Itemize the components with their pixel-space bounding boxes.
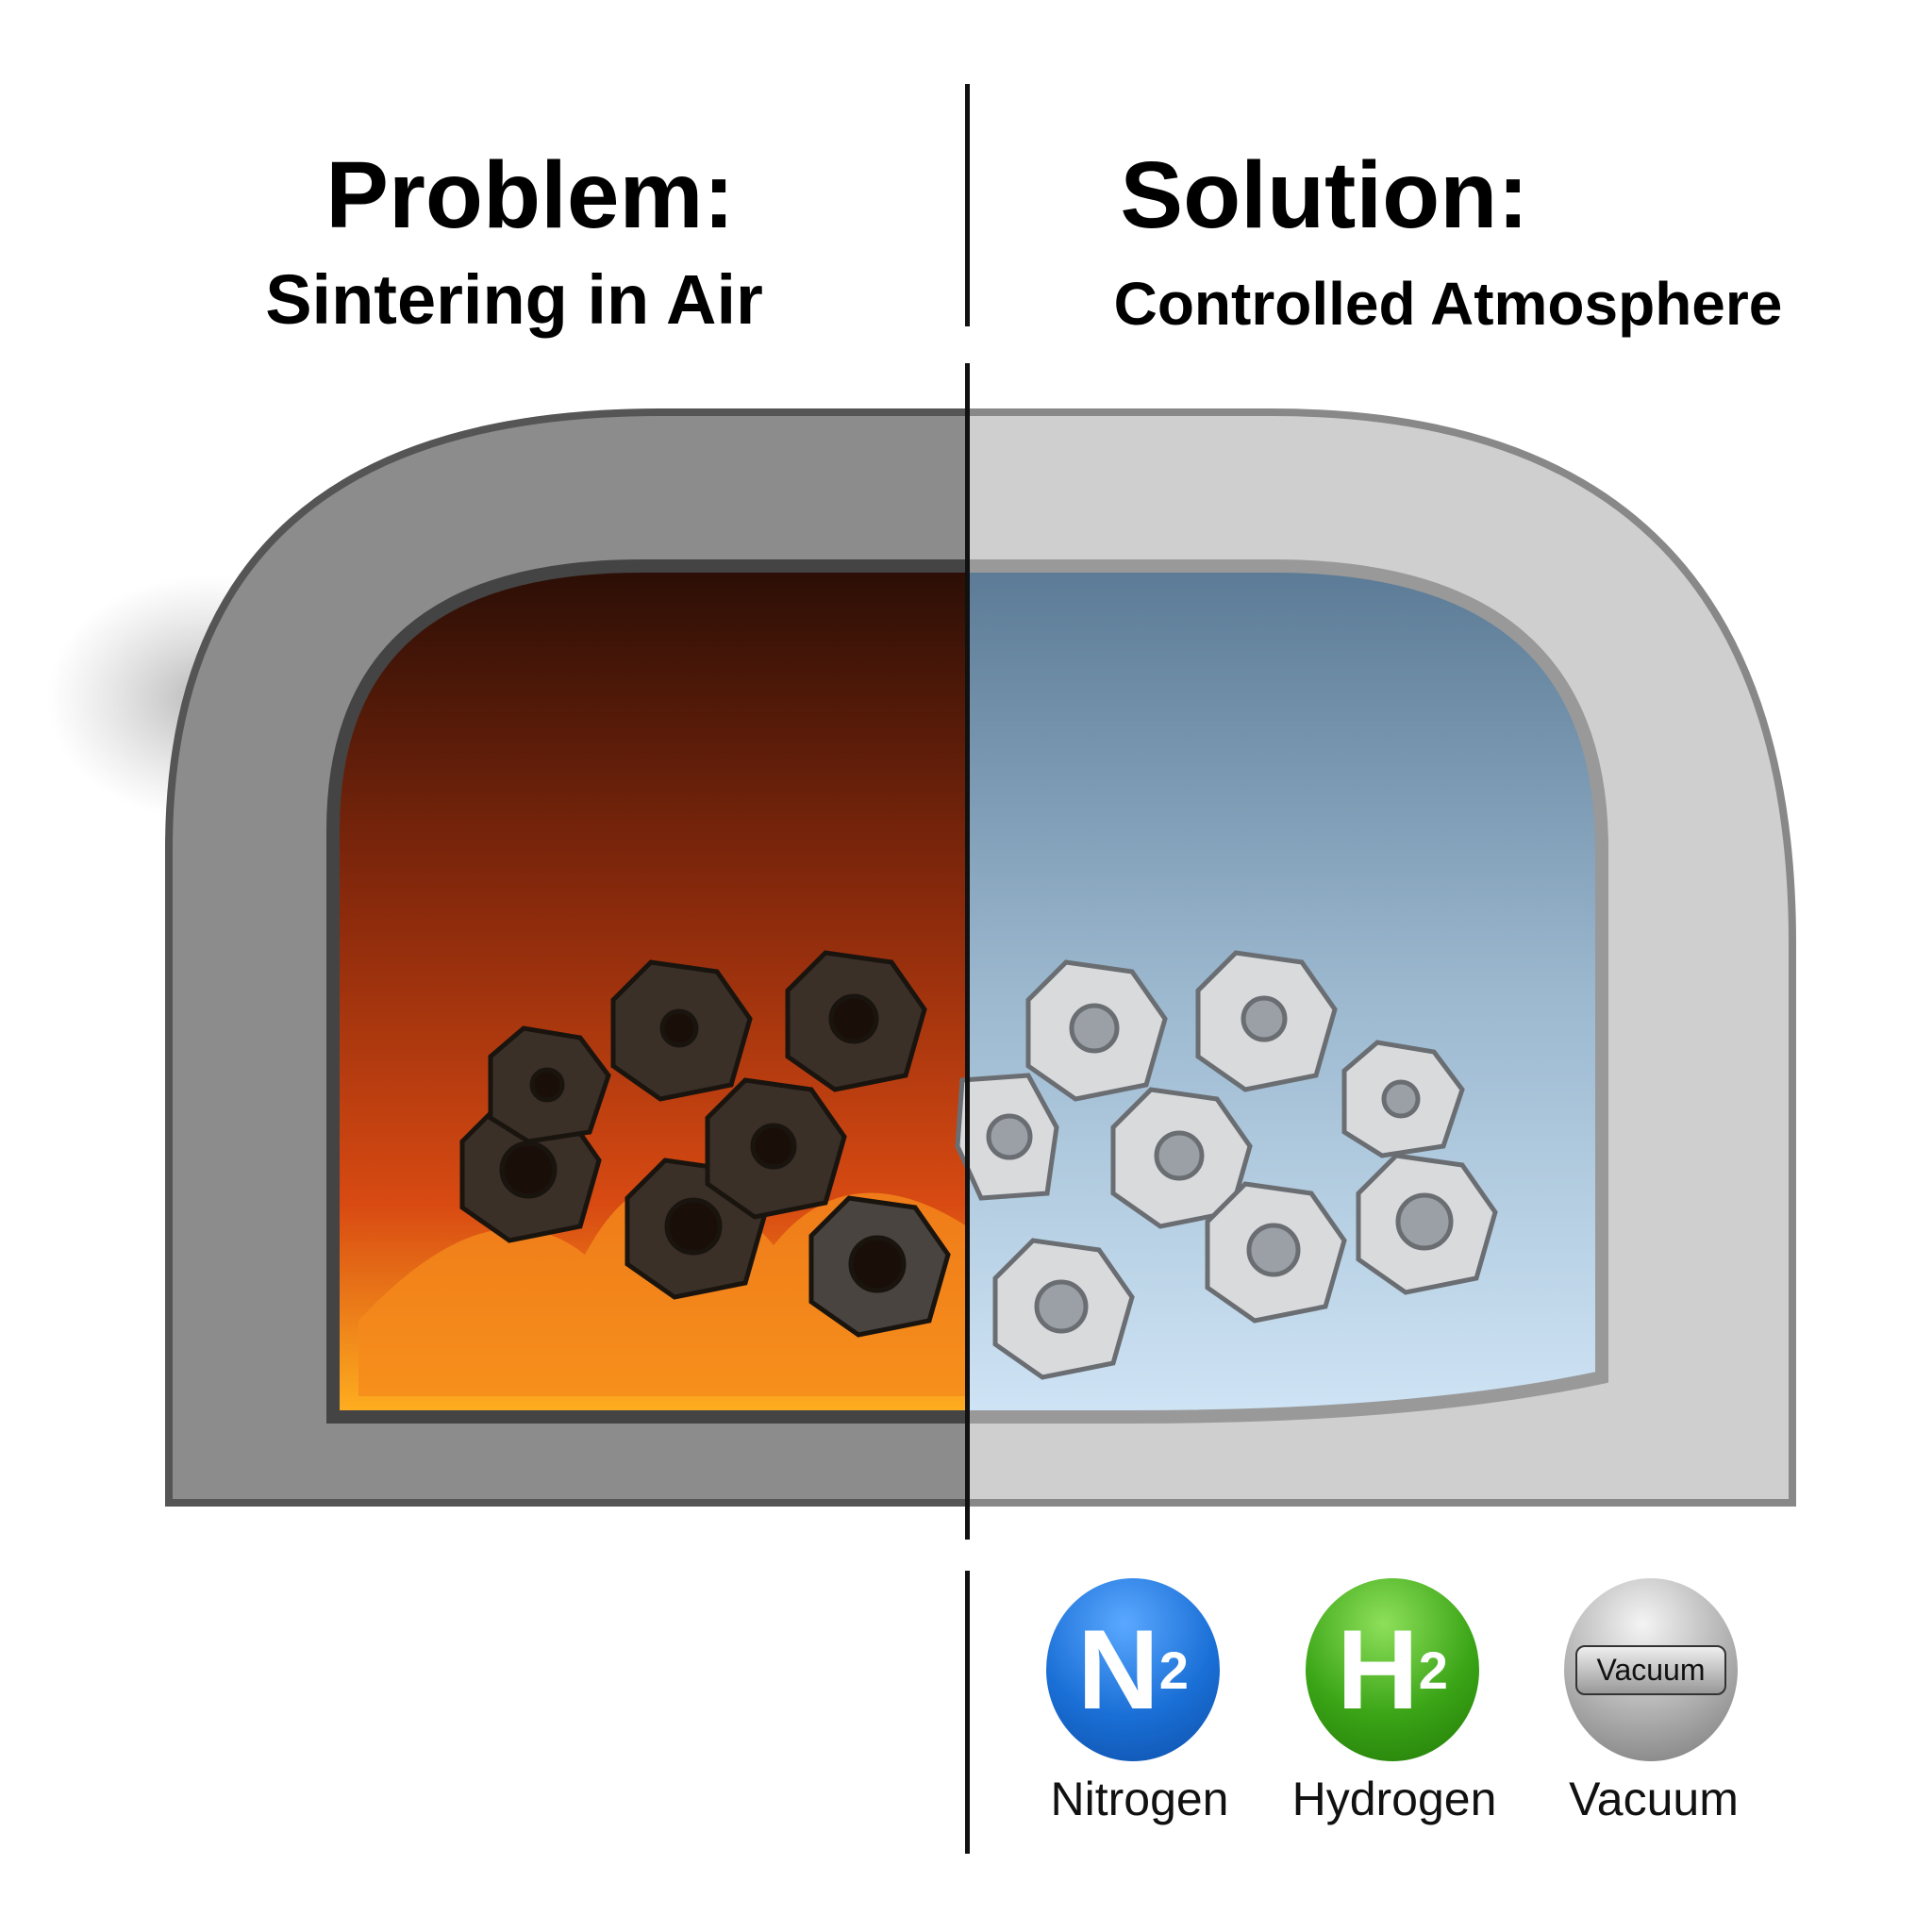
vacuum-badge: Vacuum [1564,1578,1738,1761]
sintered-parts-clean [955,950,1498,1380]
solution-title: Solution: [1120,142,1529,248]
hydrogen-symbol: H [1337,1607,1419,1733]
hydrogen-label: Hydrogen [1291,1773,1497,1825]
nitrogen-symbol: N [1077,1607,1159,1733]
vacuum-badge-text: Vacuum [1575,1644,1726,1695]
sintered-parts-oxidized [459,950,951,1338]
nitrogen-label: Nitrogen [1050,1773,1229,1825]
hydrogen-subscript: 2 [1418,1640,1448,1700]
divider-top [965,84,970,326]
divider-bottom [965,1571,970,1854]
solution-subtitle: Controlled Atmosphere [1113,270,1783,338]
vacuum-label: Vacuum [1569,1773,1739,1825]
problem-title: Problem: [325,142,735,248]
divider-middle [965,363,970,1540]
nitrogen-subscript: 2 [1158,1640,1189,1700]
problem-subtitle: Sintering in Air [265,260,763,339]
